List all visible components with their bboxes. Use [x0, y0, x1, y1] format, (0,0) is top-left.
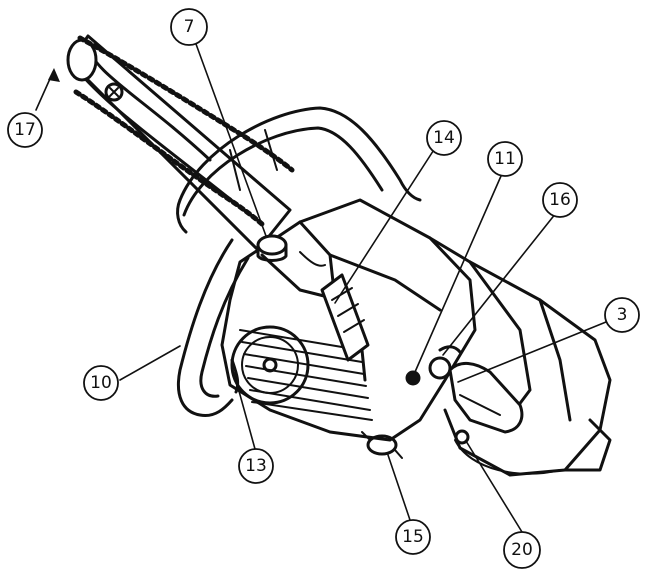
callout-14: 14	[426, 120, 462, 156]
leader-13	[233, 372, 256, 450]
callout-10: 10	[83, 365, 119, 401]
callout-14-label: 14	[433, 128, 455, 148]
leader-11	[414, 175, 502, 373]
callout-3-label: 3	[617, 305, 628, 325]
leader-7	[195, 43, 267, 237]
callout-7: 7	[170, 8, 208, 46]
callouts: 7 14 11 16 3 17 10 13	[7, 8, 640, 569]
leader-14	[334, 144, 438, 304]
callout-15: 15	[395, 519, 431, 555]
leader-lines	[35, 43, 607, 533]
callout-17-label: 17	[14, 120, 36, 140]
leader-15	[387, 454, 411, 521]
leader-3	[457, 321, 607, 383]
callout-11: 11	[487, 141, 523, 177]
starter-cover	[230, 325, 310, 405]
leader-20	[465, 440, 523, 533]
callout-20: 20	[503, 531, 541, 569]
callout-11-label: 11	[494, 149, 516, 169]
saw-chain	[73, 35, 295, 227]
callout-7-label: 7	[184, 17, 195, 37]
front-handle	[176, 106, 422, 234]
callout-10-label: 10	[90, 373, 112, 393]
leader-10	[119, 345, 181, 381]
callout-16: 16	[542, 182, 578, 218]
callout-13-label: 13	[245, 456, 267, 476]
leader-16	[442, 212, 557, 356]
fuel-cap	[256, 234, 326, 267]
callout-3: 3	[604, 297, 640, 333]
callout-15-label: 15	[402, 527, 424, 547]
rear-body	[428, 236, 612, 477]
guide-bar	[66, 34, 292, 252]
callout-13: 13	[238, 448, 274, 484]
arrow-17	[48, 68, 60, 82]
callout-16-label: 16	[549, 190, 571, 210]
controls	[230, 345, 462, 459]
trigger-assembly	[428, 356, 524, 445]
top-grip	[320, 273, 370, 362]
callout-20-label: 20	[511, 540, 533, 560]
wrap-handle	[176, 238, 250, 418]
callout-17: 17	[7, 112, 43, 148]
